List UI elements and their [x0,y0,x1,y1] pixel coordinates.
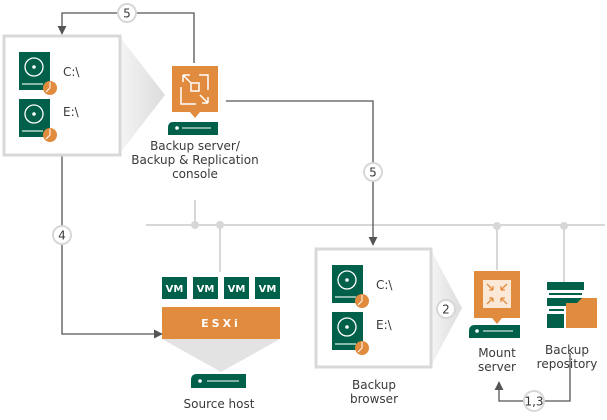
vm-label: VM [228,284,246,295]
vm-label: VM [166,284,184,295]
step-number: 5 [369,166,377,180]
backup-server-label-2: Backup & Replication [131,153,258,167]
step-number: 2 [442,303,450,317]
vm-row: VM VM VM VM [162,277,280,299]
vm-icon [255,277,280,299]
local-drives-panel: C:\ E:\ [2,34,165,157]
mount-server-icon [474,271,520,324]
hypervisor-bar [162,307,280,339]
vm-label: VM [197,284,215,295]
disk-icon [332,312,369,355]
backup-server-icon [172,66,218,118]
drive-c-label: C:\ [376,278,393,292]
vm-icon [193,277,218,299]
backup-repository-label-1: Backup [545,343,589,357]
backup-repository-label-2: repository [537,357,598,371]
server-box-icon [191,374,246,388]
disk-icon [332,265,369,308]
backup-server-label-3: console [172,167,218,181]
step-number: 1,3 [524,395,543,409]
step-badge-browser-to-mount: 2 [436,299,456,319]
step-badge-drives-to-host: 4 [52,225,72,245]
server-box-icon [168,122,218,135]
step-badge-repo-to-mount: 1,3 [523,390,545,412]
backup-server-label-1: Backup server/ [150,139,241,153]
mount-server-label-1: Mount [478,346,516,360]
backup-repository-node[interactable]: Backup repository [537,282,598,371]
server-box-icon [469,325,520,338]
backup-browser-label-2: browser [350,392,398,406]
backup-browser-node[interactable]: C:\ E:\ Backup browser [314,247,462,406]
mount-server-node[interactable]: Mount server [469,271,520,374]
backup-server-node[interactable]: Backup server/ Backup & Replication cons… [131,66,259,181]
step-number: 4 [58,229,66,243]
funnel-shape [162,339,280,372]
disk-icon [19,99,57,142]
step-number: 5 [123,7,131,21]
drive-e-label: E:\ [63,105,80,119]
vm-icon [162,277,187,299]
source-host-node[interactable]: VM VM VM VM ESXi Source host [162,277,280,411]
drive-e-label: E:\ [376,318,393,332]
network-bus [146,200,605,282]
source-host-label: Source host [184,397,255,411]
backup-browser-label-1: Backup [352,378,396,392]
hypervisor-label: ESXi [201,317,241,330]
repository-icon [547,282,597,328]
step-badge-server-to-browser: 5 [363,162,383,182]
vm-label: VM [259,284,277,295]
disk-icon [19,52,57,95]
vm-icon [224,277,249,299]
drive-c-label: C:\ [63,65,80,79]
step-badge-top-loop: 5 [117,3,137,23]
chevron-shape [120,37,165,153]
mount-server-label-2: server [478,360,516,374]
